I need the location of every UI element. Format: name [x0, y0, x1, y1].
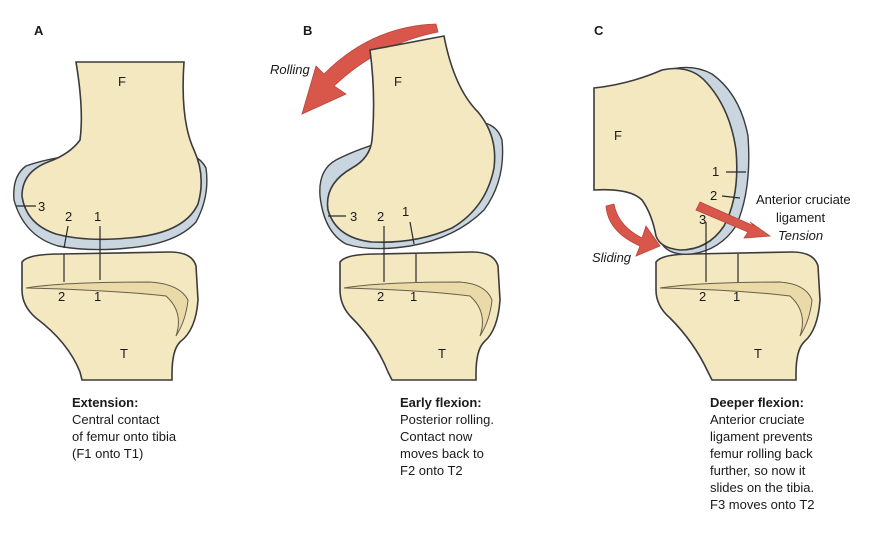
panel-a-caption: Extension: Central contact of femur onto…: [72, 394, 176, 462]
panel-c-ligament-label-1: Anterior cruciate: [756, 192, 851, 207]
panel-a-femur-point-1: 1: [94, 209, 101, 224]
panel-b-femur-label: F: [394, 74, 402, 89]
panel-b-caption: Early flexion: Posterior rolling. Contac…: [400, 394, 494, 479]
panel-b-femur-point-1: 1: [402, 204, 409, 219]
panel-c: C F T Sliding 1 2 3 1 2 Anterior cruciat…: [592, 23, 851, 381]
panel-a-femur: [21, 61, 202, 241]
panel-b-tibia-point-2: 2: [377, 289, 384, 304]
panel-c-caption-line: F3 moves onto T2: [710, 497, 815, 512]
panel-c-caption: Deeper flexion: Anterior cruciate ligame…: [710, 394, 815, 513]
panel-a-tibia: [21, 251, 199, 381]
panel-a-caption-line: Central contact: [72, 412, 160, 427]
panel-a-caption-line: (F1 onto T1): [72, 446, 144, 461]
panel-b-caption-line: Posterior rolling.: [400, 412, 494, 427]
panel-b-femur-point-2: 2: [377, 209, 384, 224]
panel-b-caption-title: Early flexion:: [400, 395, 482, 410]
panel-a-tibia-plateau: [25, 281, 189, 337]
ligament-arrow-icon: [695, 201, 772, 239]
panel-c-femur-point-1: 1: [712, 164, 719, 179]
panel-c-caption-title: Deeper flexion:: [710, 395, 804, 410]
panel-c-line-2: [721, 195, 741, 199]
panel-c-ligament-tension: Tension: [778, 228, 823, 243]
panel-a-letter: A: [34, 23, 44, 38]
panel-a-femur-label: F: [118, 74, 126, 89]
panel-c-caption-line: ligament prevents: [710, 429, 813, 444]
panel-a: A F T 1 2 3 1 2: [13, 23, 208, 381]
panel-c-femur-point-2: 2: [710, 188, 717, 203]
panel-a-caption-title: Extension:: [72, 395, 139, 410]
panel-b-motion-label: Rolling: [270, 62, 311, 77]
panel-c-ligament-label-2: ligament: [776, 210, 826, 225]
panel-a-tibia-label: T: [120, 346, 128, 361]
panel-b-tibia-label: T: [438, 346, 446, 361]
panel-c-tibia-label: T: [754, 346, 762, 361]
panel-c-caption-line: femur rolling back: [710, 446, 813, 461]
panel-c-femur-label: F: [614, 128, 622, 143]
panel-a-line-2-femur: [63, 225, 69, 249]
panel-b-tibia: [339, 251, 501, 381]
panel-c-motion-label: Sliding: [592, 250, 632, 265]
panel-a-caption-line: of femur onto tibia: [72, 429, 177, 444]
panel-c-tibia-point-1: 1: [733, 289, 740, 304]
panel-b-femur: [326, 35, 496, 244]
panel-c-femur-point-3: 3: [699, 212, 706, 227]
panel-c-caption-line: further, so now it: [710, 463, 806, 478]
rolling-arrow-icon: [301, 23, 439, 115]
panel-b: B Rolling F T 1 2 3 1 2: [270, 23, 504, 381]
panel-b-caption-line: F2 onto T2: [400, 463, 463, 478]
panel-a-femur-point-3: 3: [38, 199, 45, 214]
panel-c-caption-line: Anterior cruciate: [710, 412, 805, 427]
panel-b-femur-point-3: 3: [350, 209, 357, 224]
panel-a-femur-point-2: 2: [65, 209, 72, 224]
panel-c-tibia-plateau: [659, 281, 813, 337]
panel-b-caption-line: Contact now: [400, 429, 473, 444]
panel-b-letter: B: [303, 23, 312, 38]
panel-a-tibia-point-1: 1: [94, 289, 101, 304]
panel-c-tibia-point-2: 2: [699, 289, 706, 304]
sliding-arrow-icon: [605, 203, 661, 257]
panel-c-caption-line: slides on the tibia.: [710, 480, 815, 495]
panel-c-letter: C: [594, 23, 604, 38]
panel-b-tibia-plateau: [343, 281, 493, 337]
panel-b-line-1-femur: [409, 221, 415, 245]
panel-b-tibia-point-1: 1: [410, 289, 417, 304]
panel-b-caption-line: moves back to: [400, 446, 484, 461]
panel-a-tibia-point-2: 2: [58, 289, 65, 304]
